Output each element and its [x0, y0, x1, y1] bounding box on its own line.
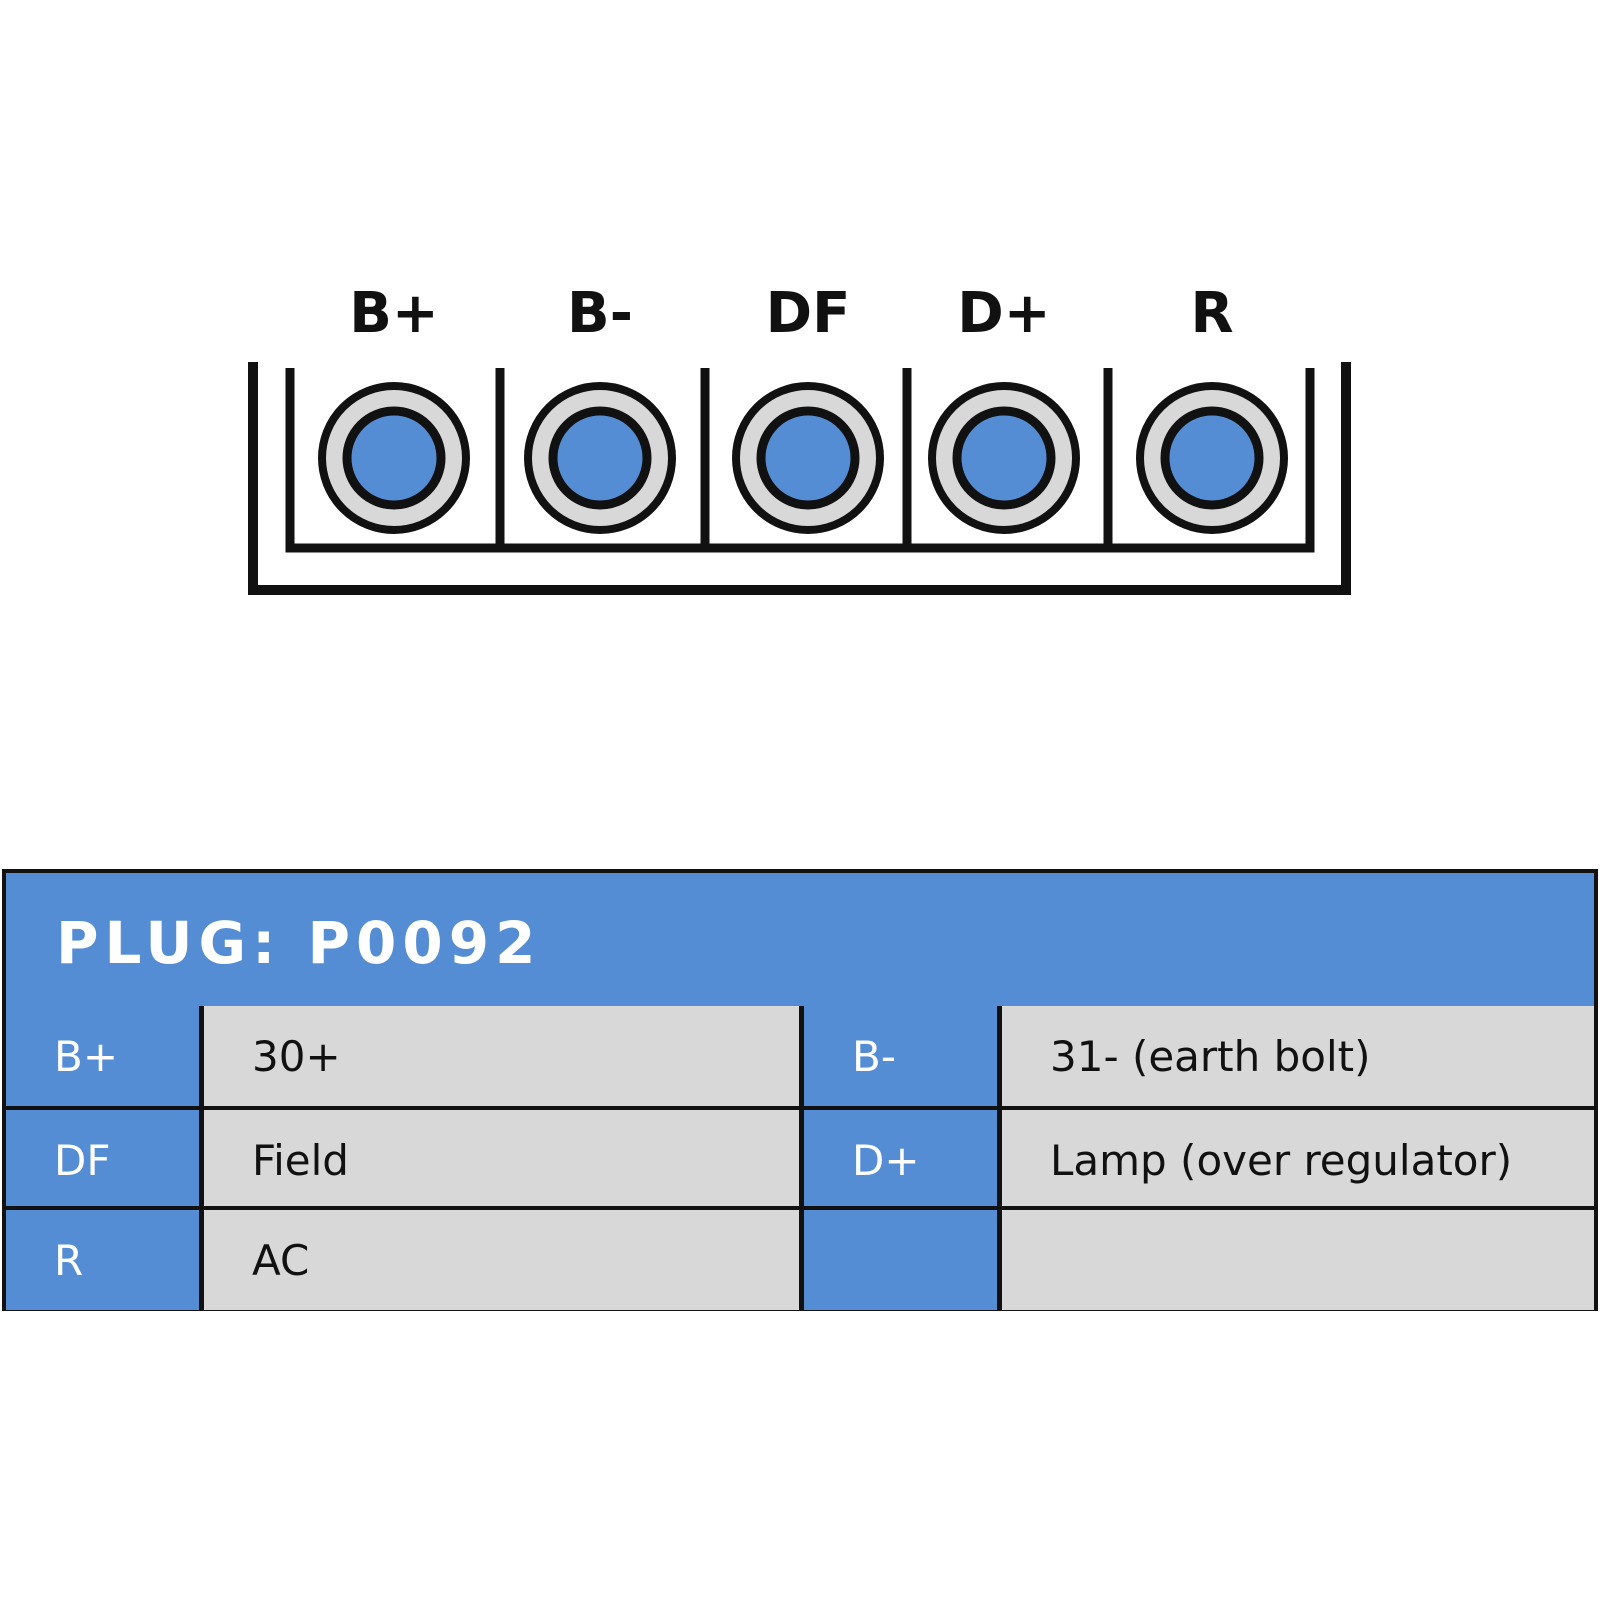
pin-core — [1160, 406, 1264, 510]
pin-name-cell: B+ — [6, 1006, 204, 1106]
pin-r: R — [1136, 281, 1288, 534]
row-divider — [6, 1106, 1594, 1110]
pin-core — [756, 406, 860, 510]
plug-spec-table: PLUG: P0092 B+ 30+ B- 31- (earth bolt) D… — [2, 869, 1598, 1311]
pin-function-cell: 31- (earth bolt) — [1002, 1006, 1594, 1106]
pin-core — [952, 406, 1056, 510]
pin-name-cell: D+ — [804, 1110, 1002, 1210]
pin-label: R — [1190, 281, 1233, 346]
pin-core — [342, 406, 446, 510]
pin-b-minus: B- — [524, 281, 676, 534]
pin-function-cell: Field — [204, 1110, 804, 1210]
housing-inner — [285, 368, 1315, 553]
pin-name-cell — [804, 1210, 1002, 1310]
connector-diagram: B+ B- DF D+ R — [248, 281, 1351, 595]
plug-title: PLUG: P0092 — [56, 909, 542, 977]
pin-core — [548, 406, 652, 510]
pin-name-cell: DF — [6, 1110, 204, 1210]
pin-d-plus: D+ — [928, 281, 1080, 534]
pin-function-cell: Lamp (over regulator) — [1002, 1110, 1594, 1210]
pin-df: DF — [732, 281, 884, 534]
pin-label: B- — [567, 281, 633, 346]
pin-function-cell — [1002, 1210, 1594, 1310]
pin-b-plus: B+ — [318, 281, 470, 534]
pin-function-cell: AC — [204, 1210, 804, 1310]
table-row: B+ 30+ B- 31- (earth bolt) — [6, 1006, 1594, 1106]
pin-function-cell: 30+ — [204, 1006, 804, 1106]
row-divider — [6, 1206, 1594, 1210]
pin-label: DF — [766, 281, 851, 346]
table-row: R AC — [6, 1210, 1594, 1310]
table-header: PLUG: P0092 — [6, 873, 1594, 1010]
pin-label: D+ — [957, 281, 1050, 346]
pin-label: B+ — [349, 281, 439, 346]
table-row: DF Field D+ Lamp (over regulator) — [6, 1110, 1594, 1210]
housing-outer — [248, 362, 1351, 595]
pin-name-cell: R — [6, 1210, 204, 1310]
pin-name-cell: B- — [804, 1006, 1002, 1106]
